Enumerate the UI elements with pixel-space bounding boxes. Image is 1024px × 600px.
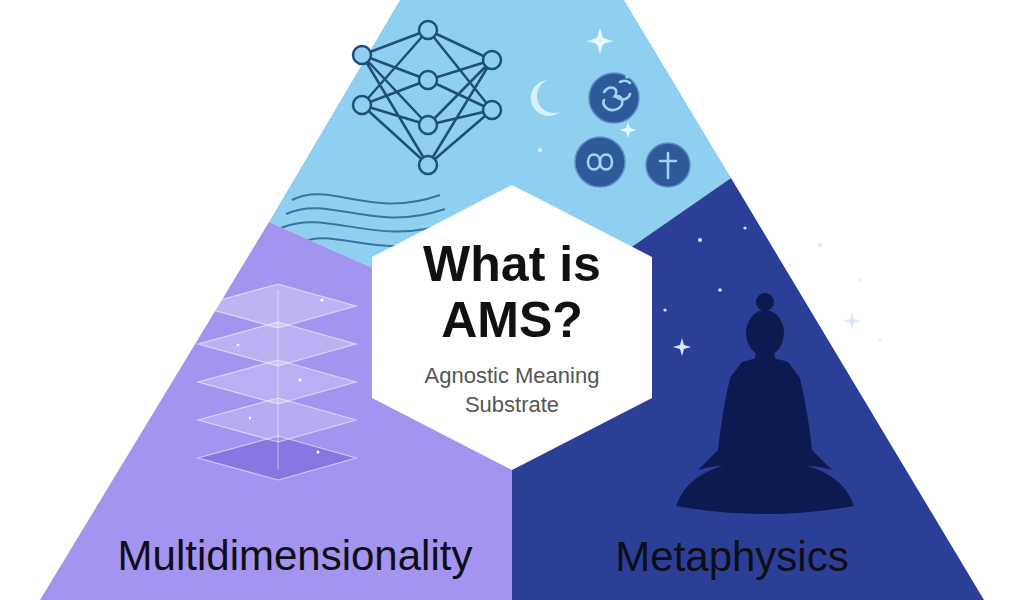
hexagon-content: What is AMS? Agnostic Meaning Substrate xyxy=(372,185,652,470)
hexagon-subtitle: Agnostic Meaning Substrate xyxy=(407,362,617,419)
region-label: Metaphysics xyxy=(615,533,848,581)
center-hexagon: What is AMS? Agnostic Meaning Substrate xyxy=(372,185,652,470)
label-holder: Metaphysics xyxy=(532,533,932,581)
hexagon-title: What is AMS? xyxy=(392,236,632,348)
region-label: Multidimensionality xyxy=(118,532,473,580)
label-holder: Multidimensionality xyxy=(85,532,505,580)
